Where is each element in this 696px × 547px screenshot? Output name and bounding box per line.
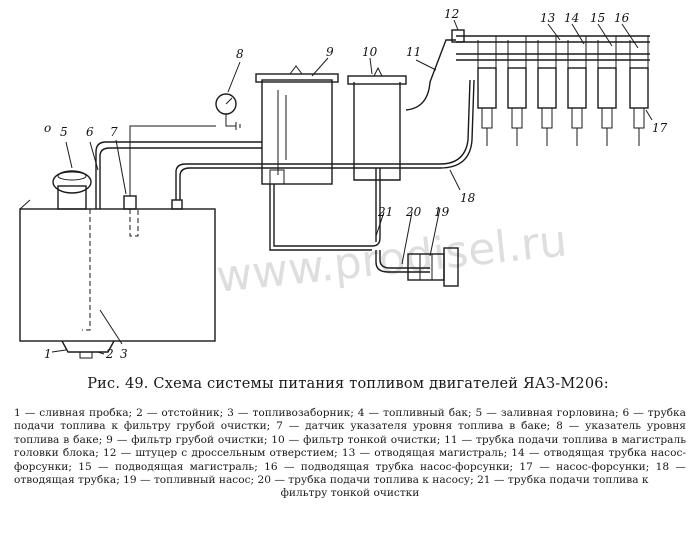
watermark: www.prodisel.ru: [214, 215, 570, 303]
tube-20: [375, 250, 430, 273]
level-gauge: [129, 93, 241, 196]
label-11: 11: [406, 45, 421, 59]
label-12: 12: [444, 7, 459, 21]
label-16: 16: [614, 11, 630, 25]
leader-lines: [51, 19, 653, 355]
label-13: 13: [540, 11, 556, 25]
label-0: о: [44, 121, 51, 135]
tank-fitting: [171, 199, 183, 210]
fuel-manifolds: [451, 29, 650, 61]
fuel-pump: [407, 247, 459, 287]
figure-caption: Рис. 49. Схема системы питания топливом …: [87, 376, 609, 392]
label-7: 7: [110, 125, 118, 139]
fuel-system-diagram: www.prodisel.ru: [19, 7, 668, 361]
tube-6: [95, 141, 262, 209]
unit-injectors: [477, 36, 649, 146]
label-9: 9: [326, 45, 334, 59]
legend-last-line: фильтру тонкой очистки: [280, 487, 420, 500]
label-6: 6: [86, 125, 94, 139]
label-14: 14: [564, 11, 579, 25]
fuel-tank: [19, 199, 216, 359]
tube-18: [175, 163, 440, 200]
label-17: 17: [652, 121, 668, 135]
tube-21: [269, 184, 372, 251]
label-3: 3: [120, 347, 128, 361]
legend-text: 1 — сливная пробка; 2 — отстойник; 3 — т…: [14, 407, 686, 487]
filler-neck: [52, 170, 92, 210]
figure-legend: 1 — сливная пробка; 2 — отстойник; 3 — т…: [14, 407, 686, 501]
drain-plug: [79, 351, 93, 359]
tube-11: [405, 39, 456, 111]
label-10: 10: [362, 45, 378, 59]
label-18: 18: [460, 191, 476, 205]
label-20: 20: [405, 205, 422, 219]
label-8: 8: [236, 47, 244, 61]
label-21: 21: [377, 205, 393, 219]
label-5: 5: [60, 125, 68, 139]
coarse-filter: [255, 65, 339, 185]
label-15: 15: [590, 11, 605, 25]
fine-filter: [347, 66, 407, 181]
label-1: 1: [44, 347, 52, 361]
level-sensor: [123, 195, 137, 210]
label-2: 2: [105, 347, 114, 361]
label-19: 19: [434, 205, 450, 219]
fuel-intake: [82, 209, 91, 331]
